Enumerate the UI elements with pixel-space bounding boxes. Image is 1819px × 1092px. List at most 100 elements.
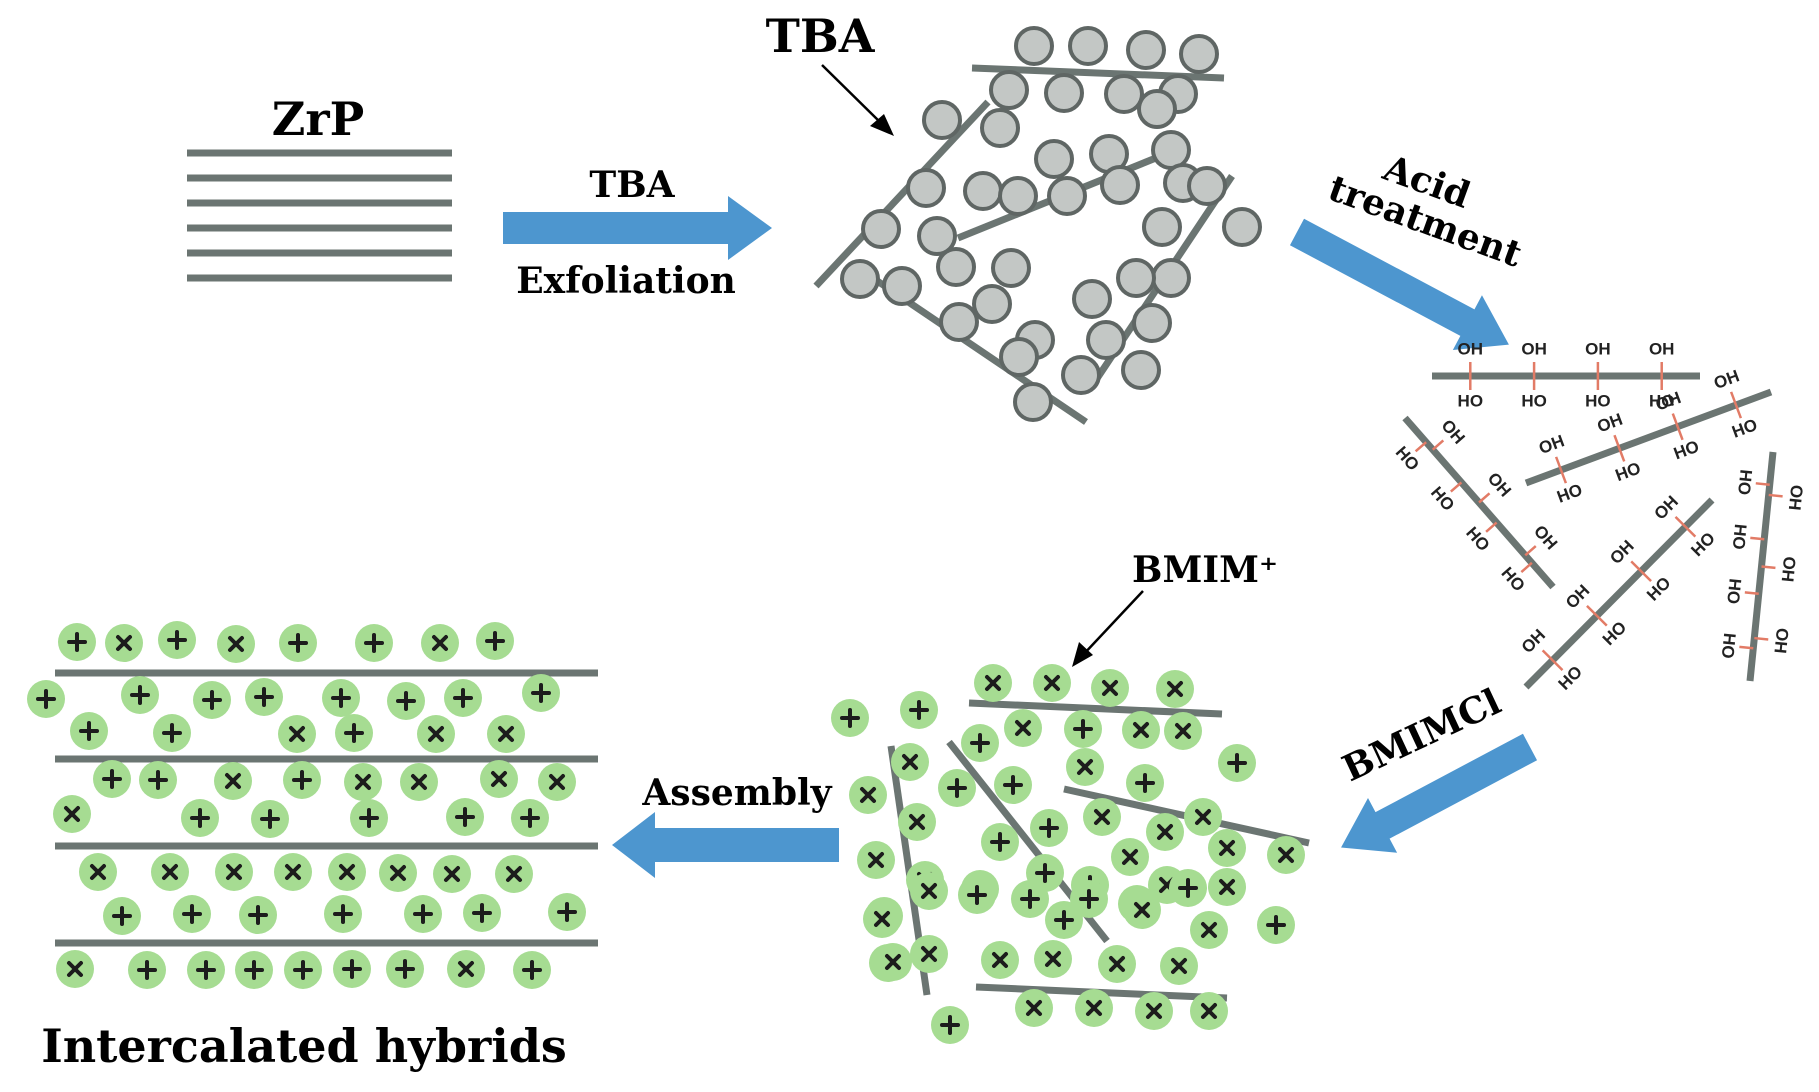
exfoliation-arrow <box>503 196 772 260</box>
bmim-ion <box>513 951 551 989</box>
assembly-label: Assembly <box>641 772 832 814</box>
tba-ion <box>1034 139 1074 179</box>
bmim-ion <box>350 799 388 837</box>
bmim-ion <box>128 951 166 989</box>
bmim-ion <box>215 853 253 891</box>
bmim-ion <box>274 853 312 891</box>
bmim-ion <box>476 622 514 660</box>
bmim-ion <box>284 951 322 989</box>
tba-ion <box>1121 350 1161 390</box>
tba-ion <box>1132 303 1172 343</box>
bmim-ion <box>1267 836 1305 874</box>
bmim-ion <box>974 664 1012 702</box>
bmim-ion <box>511 799 549 837</box>
exchanged-sheet <box>968 699 1223 718</box>
tba-ion <box>980 108 1020 148</box>
bmim-ion <box>447 950 485 988</box>
bmim-ion <box>181 799 219 837</box>
bmim-ion <box>981 941 1019 979</box>
tba-ion <box>1116 258 1156 298</box>
bmim-ion <box>239 896 277 934</box>
bmim-ion <box>1034 940 1072 978</box>
tba-pointer-line <box>821 64 883 125</box>
bmim-ion <box>1098 945 1136 983</box>
tba-ion <box>1014 26 1054 66</box>
bmim-ion <box>79 853 117 891</box>
tba-ion <box>1104 74 1144 114</box>
bmim-ion <box>480 760 518 798</box>
bmim-ion <box>487 715 525 753</box>
tba-ion <box>1086 320 1126 360</box>
hydroxyl-group-label: HO <box>1723 578 1744 605</box>
hydroxyl-group-label: OH <box>1649 339 1675 358</box>
bmim-ion <box>958 876 996 914</box>
bmim-ion <box>322 679 360 717</box>
bmim-ion <box>898 803 936 841</box>
bmim-ion <box>1070 880 1108 918</box>
hydroxyl-group-label: OH <box>1711 366 1742 393</box>
bmim-ion <box>283 761 321 799</box>
hydroxyl-group-label: HO <box>1734 469 1755 496</box>
bmim-ion <box>910 935 948 973</box>
bmim-ion <box>1160 947 1198 985</box>
bmim-ion <box>93 760 131 798</box>
bmim-ion <box>1015 989 1053 1027</box>
hydroxyl-group-label: HO <box>1649 391 1675 410</box>
exfoliated-sheet <box>813 99 991 289</box>
bmim-ion <box>857 841 895 879</box>
bmim-ion <box>379 854 417 892</box>
tba-ion <box>840 259 880 299</box>
bmim-ion <box>522 674 560 712</box>
tba-ion <box>1044 73 1084 113</box>
hydroxyl-group-label: OH <box>1521 339 1547 358</box>
bmim-ion <box>538 763 576 801</box>
bmim-ion <box>251 800 289 838</box>
tba-ion <box>972 284 1012 324</box>
bmim-ion <box>333 950 371 988</box>
bmim-ion <box>103 897 141 935</box>
bmim-ion <box>900 691 938 729</box>
tba-ion <box>1072 279 1112 319</box>
tba-ion <box>861 209 901 249</box>
bmim-ion <box>324 895 362 933</box>
hybrid-layers <box>55 669 598 947</box>
bmim-ion <box>463 894 501 932</box>
hydroxyl-group-label: HO <box>1718 632 1739 659</box>
tba-ion <box>999 337 1039 377</box>
bmim-ion <box>1004 709 1042 747</box>
tba-ion <box>1151 258 1191 298</box>
tba-ion <box>1142 207 1182 247</box>
bmim-ion <box>421 624 459 662</box>
tba-ion <box>1068 26 1108 66</box>
bmim-ion <box>1218 744 1256 782</box>
bmim-ion <box>387 682 425 720</box>
bmim-ion <box>874 943 912 981</box>
bmim-pointer-arrowhead <box>1072 642 1093 667</box>
tba-ion <box>1013 382 1053 422</box>
tba-ion <box>991 248 1031 288</box>
hydroxyl-group-label: HO <box>1585 391 1611 410</box>
bmim-ion <box>279 624 317 662</box>
hydroxyl-group-label: OH <box>1770 627 1791 654</box>
hydroxyl-group-label: OH <box>1595 410 1626 437</box>
tba-ions <box>840 26 1262 422</box>
bmim-ion <box>495 855 533 893</box>
bmim-pointer-line <box>1081 590 1144 657</box>
tba-ion <box>1126 30 1166 70</box>
bmim-ion <box>863 900 901 938</box>
tba-ion <box>1061 355 1101 395</box>
tba-ion <box>998 176 1038 216</box>
tba-ion <box>1047 176 1087 216</box>
acid-treatment-arrow <box>1289 218 1509 350</box>
bmim-ion <box>1257 906 1295 944</box>
bmim-ion <box>173 895 211 933</box>
bmim-ion <box>1066 748 1104 786</box>
bmim-ion <box>1190 992 1228 1030</box>
bmim-ion <box>1091 669 1129 707</box>
hydroxyl-group-label: OH <box>1458 339 1484 358</box>
bmim-ion <box>910 872 948 910</box>
